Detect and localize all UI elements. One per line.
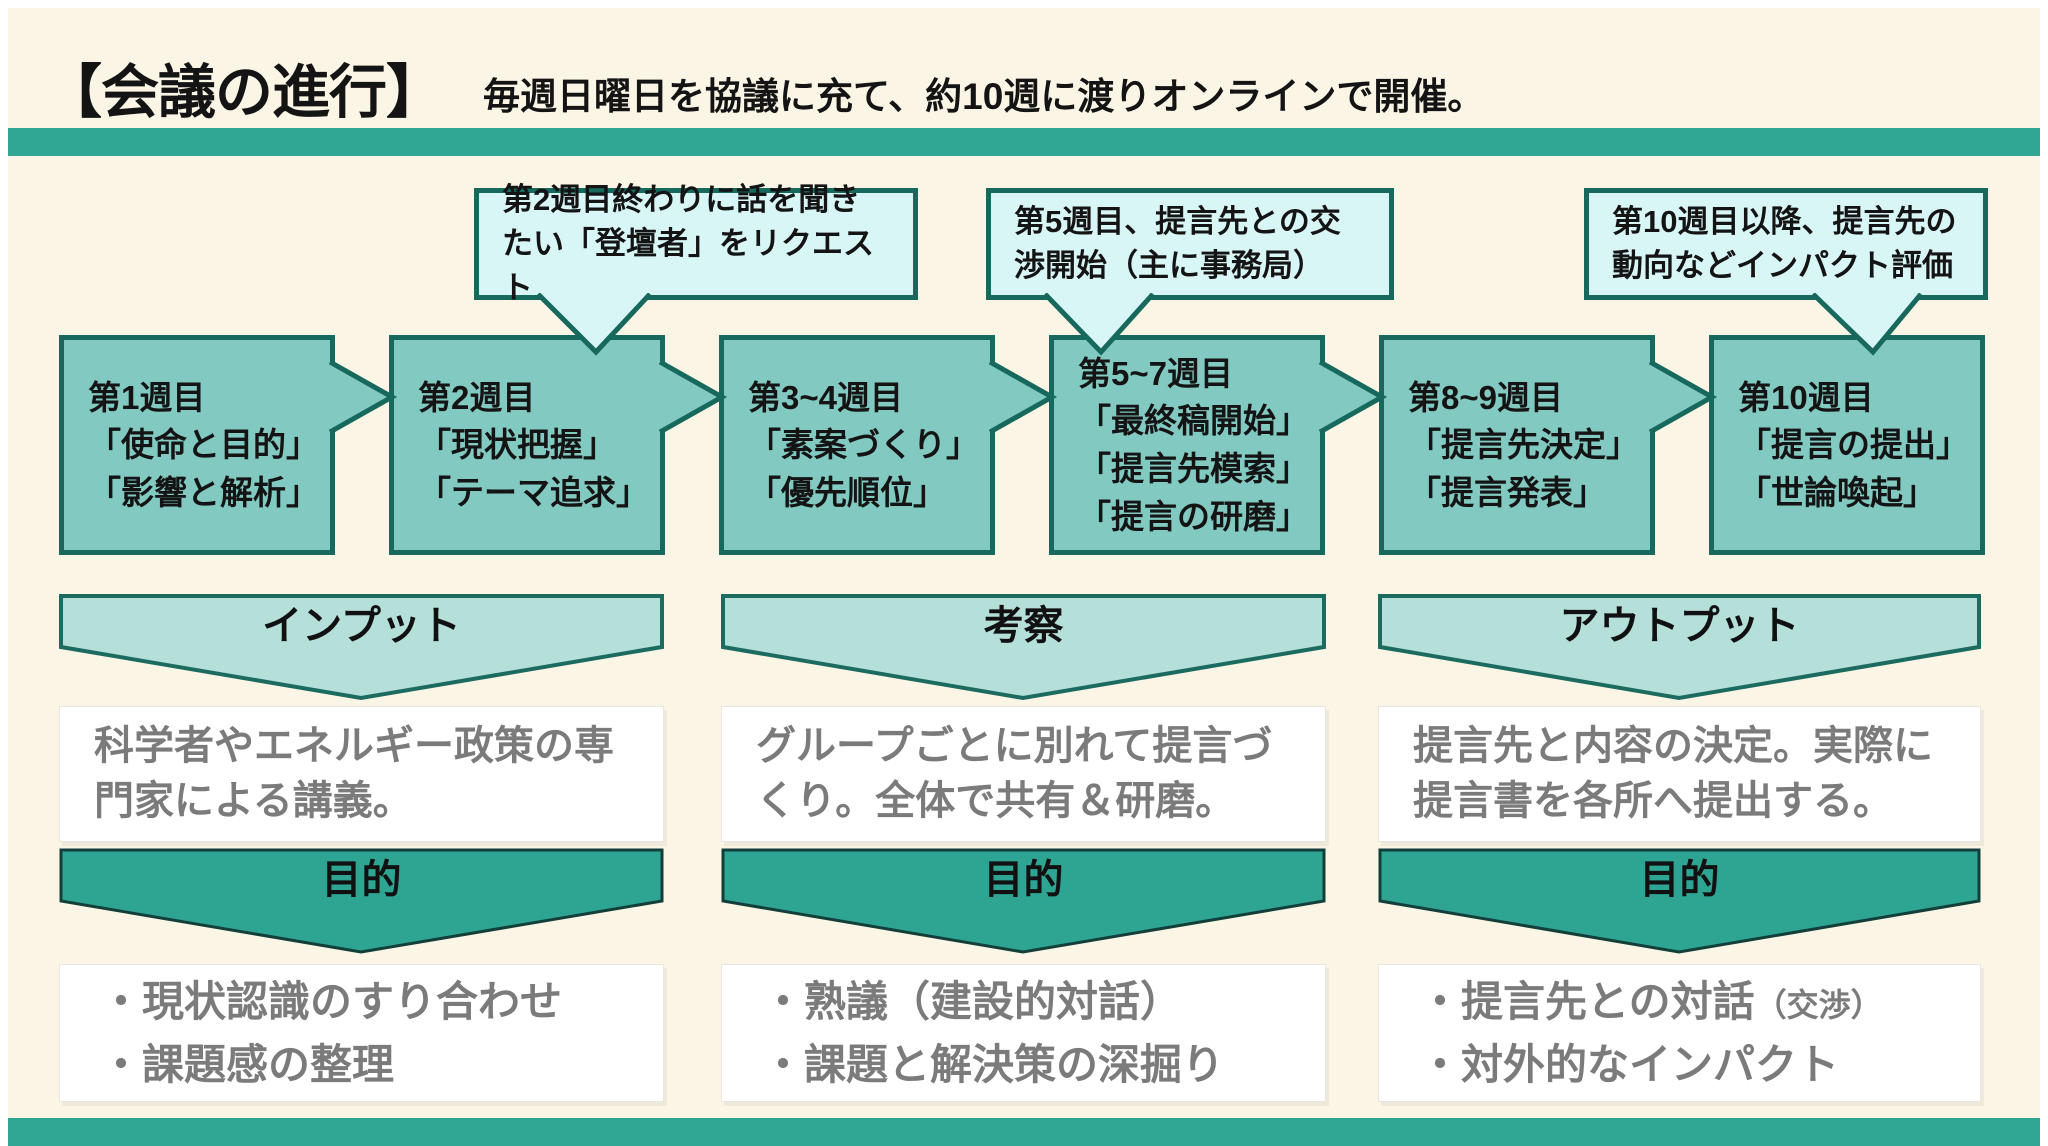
phase-description-output: 提言先と内容の決定。実際に提言書を各所へ提出する。 — [1378, 706, 1981, 842]
topic-line: 「最終稿開始」 — [1078, 402, 1309, 440]
timeline-box-week10: 第10週目 「提言の提出」 「世論喚起」 — [1709, 335, 1985, 555]
callout-week10-impact: 第10週目以降、提言先の動向などインパクト評価 — [1584, 188, 1988, 300]
purpose-item: ・課題と解決策の深掘り — [762, 1041, 1225, 1088]
purpose-item: ・提言先との対話（交渉） — [1419, 978, 1883, 1025]
phase-banner-kousatsu: 考察 — [721, 594, 1326, 702]
callout-text: 第5週目、提言先との交渉開始（主に事務局） — [1014, 203, 1341, 283]
topic-line: 「影響と解析」 — [88, 473, 319, 511]
callout-text: 第10週目以降、提言先の動向などインパクト評価 — [1612, 203, 1957, 283]
top-divider-bar — [8, 128, 2040, 156]
page-subtitle: 毎週日曜日を協議に充て、約10週に渡りオンラインで開催。 — [483, 76, 1485, 117]
phase-banner-output: アウトプット — [1378, 594, 1981, 702]
flow-arrow-icon — [1648, 360, 1718, 434]
purpose-list-kousatsu: ・熟議（建設的対話） ・課題と解決策の深掘り — [721, 964, 1326, 1102]
topic-line: 「提言の研磨」 — [1078, 497, 1309, 535]
topic-line: 「素案づくり」 — [748, 426, 979, 464]
timeline-box-week5-7: 第5~7週目 「最終稿開始」 「提言先模索」 「提言の研磨」 — [1049, 335, 1325, 555]
callout-tail-icon — [1043, 293, 1155, 356]
topic-line: 「テーマ追求」 — [418, 473, 649, 511]
phase-banner-label: アウトプット — [1559, 604, 1800, 648]
week-label: 第8~9週目 — [1408, 378, 1563, 416]
timeline-box-week8-9: 第8~9週目 「提言先決定」 「提言発表」 — [1379, 335, 1655, 555]
phase-banner-input: インプット — [59, 594, 664, 702]
topic-line: 「優先順位」 — [748, 473, 946, 511]
phase-description-kousatsu: グループごとに別れて提言づくり。全体で共有＆研磨。 — [721, 706, 1326, 842]
callout-tail-icon — [536, 293, 652, 356]
purpose-banner-label: 目的 — [1639, 858, 1720, 902]
description-text: 提言先と内容の決定。実際に提言書を各所へ提出する。 — [1413, 723, 1933, 823]
topic-line: 「提言発表」 — [1408, 473, 1606, 511]
timeline-box-week1: 第1週目 「使命と目的」 「影響と解析」 — [59, 335, 335, 555]
topic-line: 「提言先模索」 — [1078, 450, 1309, 487]
purpose-item: ・現状認識のすり合わせ — [100, 978, 563, 1025]
callout-text: 第2週目終わりに話を聞きたい「登壇者」をリクエスト — [502, 181, 874, 306]
purpose-list-input: ・現状認識のすり合わせ ・課題感の整理 — [59, 964, 664, 1102]
phase-banner-label: インプット — [262, 604, 461, 648]
description-text: 科学者やエネルギー政策の専門家による講義。 — [94, 723, 614, 823]
timeline-box-week2: 第2週目 「現状把握」 「テーマ追求」 — [389, 335, 665, 555]
week-label: 第3~4週目 — [748, 378, 903, 416]
purpose-list-output: ・提言先との対話（交渉） ・対外的なインパクト — [1378, 964, 1981, 1102]
week-label: 第5~7週目 — [1078, 354, 1233, 392]
purpose-banner-label: 目的 — [321, 858, 402, 902]
purpose-banner: 目的 — [59, 848, 664, 956]
header: 【会議の進行】 毎週日曜日を協議に充て、約10週に渡りオンラインで開催。 — [44, 30, 1484, 122]
flow-arrow-icon — [988, 360, 1058, 434]
week-label: 第2週目 — [418, 378, 536, 416]
timeline-box-week3-4: 第3~4週目 「素案づくり」 「優先順位」 — [719, 335, 995, 555]
purpose-banner: 目的 — [1378, 848, 1981, 956]
purpose-item: ・対外的なインパクト — [1419, 1041, 1840, 1088]
callout-tail-icon — [1811, 293, 1923, 356]
bottom-divider-bar — [8, 1118, 2040, 1146]
phase-banner-label: 考察 — [983, 604, 1064, 648]
page-title: 【会議の進行】 — [44, 60, 444, 125]
callout-week5-negotiation: 第5週目、提言先との交渉開始（主に事務局） — [986, 188, 1394, 300]
flow-arrow-icon — [658, 360, 728, 434]
purpose-item: ・課題感の整理 — [100, 1041, 395, 1088]
week-label: 第1週目 — [88, 378, 206, 416]
purpose-banner: 目的 — [721, 848, 1326, 956]
description-text: グループごとに別れて提言づくり。全体で共有＆研磨。 — [756, 723, 1273, 823]
purpose-banner-label: 目的 — [983, 858, 1064, 902]
topic-line: 「現状把握」 — [418, 426, 616, 464]
phase-description-input: 科学者やエネルギー政策の専門家による講義。 — [59, 706, 664, 842]
topic-line: 「使命と目的」 — [88, 426, 319, 464]
flow-arrow-icon — [328, 360, 398, 434]
topic-line: 「世論喚起」 — [1738, 473, 1936, 511]
callout-week2-speakers: 第2週目終わりに話を聞きたい「登壇者」をリクエスト — [474, 182, 918, 305]
topic-line: 「提言の提出」 — [1738, 426, 1969, 464]
topic-line: 「提言先決定」 — [1408, 426, 1639, 464]
purpose-item: ・熟議（建設的対話） — [762, 978, 1183, 1025]
week-label: 第10週目 — [1738, 378, 1874, 416]
flow-arrow-icon — [1318, 360, 1388, 434]
